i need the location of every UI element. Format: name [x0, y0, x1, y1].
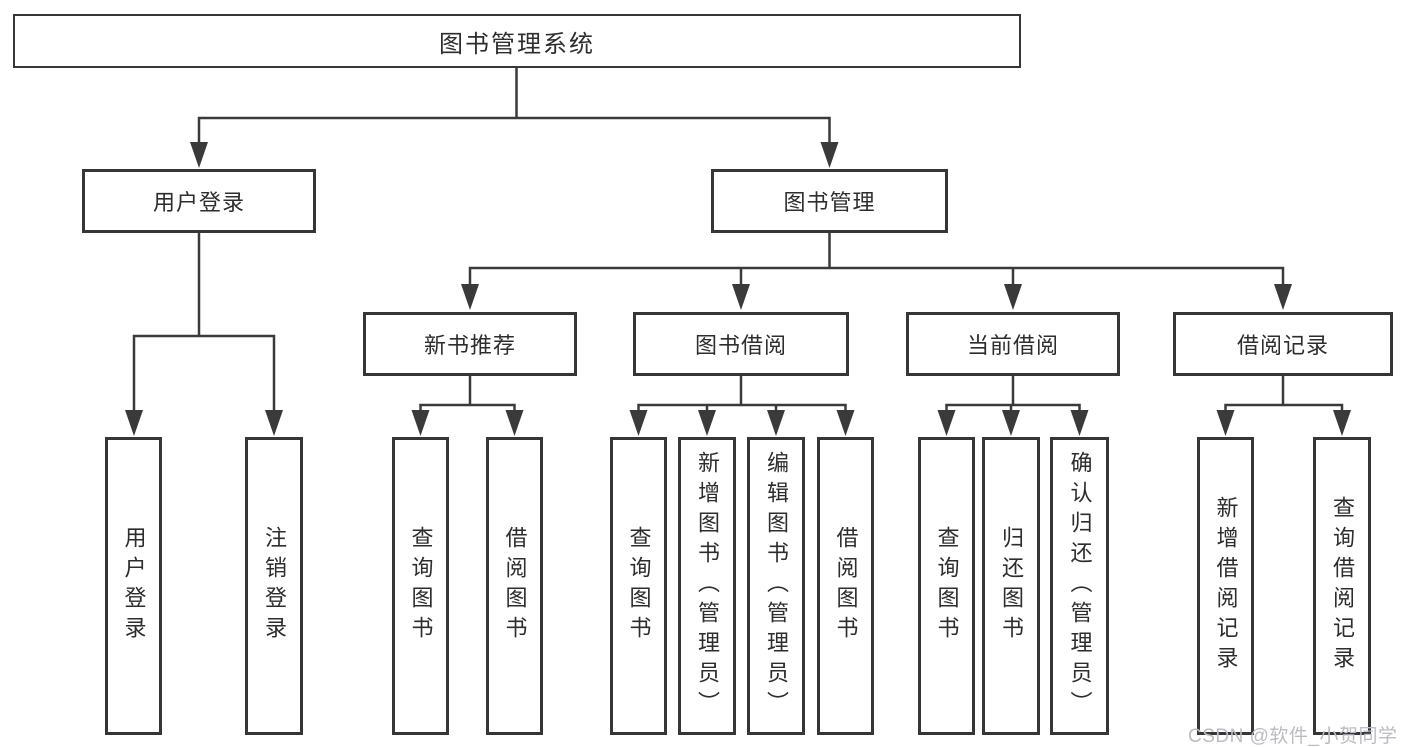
leaf-label: 查询借阅记录	[1330, 496, 1355, 676]
leaf-label: 编辑图书（管理员）	[764, 451, 789, 721]
leaf-label: 借阅图书	[833, 526, 859, 646]
connector-new-book-rec-to-leaves	[411, 373, 524, 436]
leaf-label: 确认归还（管理员）	[1067, 451, 1093, 721]
leaf-add-books-admin: 新增图书（管理员）	[678, 437, 736, 735]
leaf-label: 注销登录	[262, 526, 287, 646]
leaf-edit-books-admin: 编辑图书（管理员）	[747, 437, 805, 735]
connector-book-mgmt-to-level3	[461, 231, 1292, 310]
leaf-confirm-return-admin: 确认归还（管理员）	[1050, 437, 1109, 735]
node-new-book-recommendation: 新书推荐	[363, 312, 577, 376]
leaf-label: 新增图书（管理员）	[695, 451, 720, 721]
node-borrowing-records: 借阅记录	[1173, 312, 1393, 376]
node-user-login: 用户登录	[82, 169, 316, 233]
connector-current-borrow-to-leaves	[937, 373, 1089, 436]
leaf-return-books: 归还图书	[982, 437, 1040, 735]
leaf-label: 查询图书	[934, 526, 960, 646]
leaf-query-books-recommendation: 查询图书	[392, 437, 449, 735]
leaf-user-login: 用户登录	[105, 437, 162, 735]
leaf-add-borrow-record: 新增借阅记录	[1197, 437, 1254, 735]
leaf-label: 借阅图书	[502, 526, 528, 646]
leaf-label: 新增借阅记录	[1213, 496, 1239, 676]
leaf-borrow-books-recommendation: 借阅图书	[486, 437, 543, 735]
csdn-watermark: CSDN @软件_小贺同学	[1188, 726, 1398, 747]
node-book-borrowing: 图书借阅	[633, 312, 849, 376]
connector-root-to-level2	[190, 66, 839, 168]
connector-user-login-to-leaves	[125, 231, 283, 436]
leaf-label: 归还图书	[999, 526, 1024, 646]
node-current-borrowing: 当前借阅	[906, 312, 1120, 376]
leaf-logout: 注销登录	[245, 437, 303, 735]
connector-borrow-record-to-leaves	[1216, 373, 1351, 436]
leaf-borrow-books: 借阅图书	[817, 437, 874, 735]
leaf-query-books-current: 查询图书	[918, 437, 975, 735]
leaf-query-borrow-record: 查询借阅记录	[1313, 437, 1371, 735]
connector-book-borrow-to-leaves	[629, 373, 855, 436]
node-library-management-system: 图书管理系统	[13, 14, 1021, 68]
node-book-management: 图书管理	[711, 169, 948, 233]
leaf-label: 查询图书	[408, 526, 434, 646]
leaf-label: 用户登录	[121, 526, 147, 646]
leaf-query-books-borrowing: 查询图书	[610, 437, 667, 735]
leaf-label: 查询图书	[626, 526, 652, 646]
